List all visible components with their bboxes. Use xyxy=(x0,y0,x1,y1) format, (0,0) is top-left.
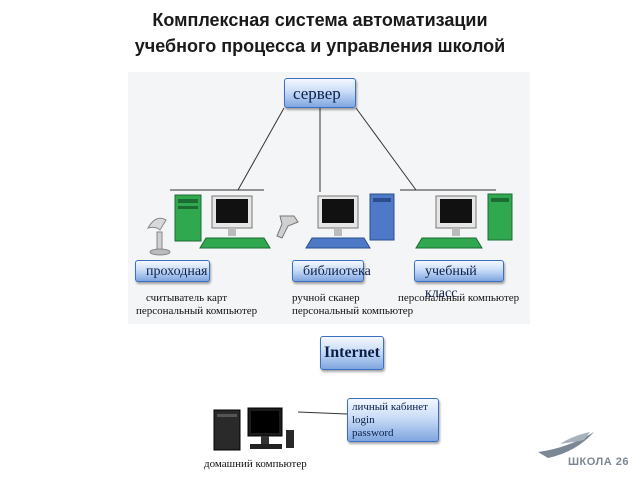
home-computer-label: домашний компьютер xyxy=(204,458,307,470)
home-computer-icon xyxy=(213,407,294,451)
entrance-note-1: считыватель карт xyxy=(146,292,228,304)
cabinet-line-password: password xyxy=(352,427,394,439)
card-reader-icon xyxy=(146,217,171,256)
entrance-computer-icon xyxy=(174,194,271,249)
link-server-classroom xyxy=(355,107,417,191)
library-computer-icon xyxy=(305,193,395,249)
library-note-2: персональный компьютер xyxy=(292,305,414,317)
server-box: сервер xyxy=(284,78,356,108)
entrance-box: проходная xyxy=(135,260,210,282)
library-box: библиотека xyxy=(292,260,371,282)
classroom-box: учебный класс xyxy=(414,260,504,301)
link-server-entrance xyxy=(237,107,285,191)
title-line-1: Комплексная система автоматизации xyxy=(152,10,488,30)
hand-scanner-icon xyxy=(276,215,299,239)
classroom-computer-icon xyxy=(415,193,513,249)
classroom-note-1: персональный компьютер xyxy=(398,292,520,304)
personal-cabinet-box: личный кабинет login password xyxy=(347,398,439,442)
link-home-cabinet xyxy=(297,411,348,415)
cabinet-line-title: личный кабинет xyxy=(352,401,428,413)
library-note-1: ручной сканер xyxy=(292,292,360,304)
school-logo-text: ШКОЛА 26 xyxy=(568,456,630,468)
cabinet-line-login: login xyxy=(352,414,375,426)
internet-box: Internet xyxy=(320,336,384,370)
entrance-note-2: персональный компьютер xyxy=(136,305,258,317)
title-line-2: учебного процесса и управления школой xyxy=(134,36,506,56)
school-logo-icon xyxy=(538,432,594,458)
